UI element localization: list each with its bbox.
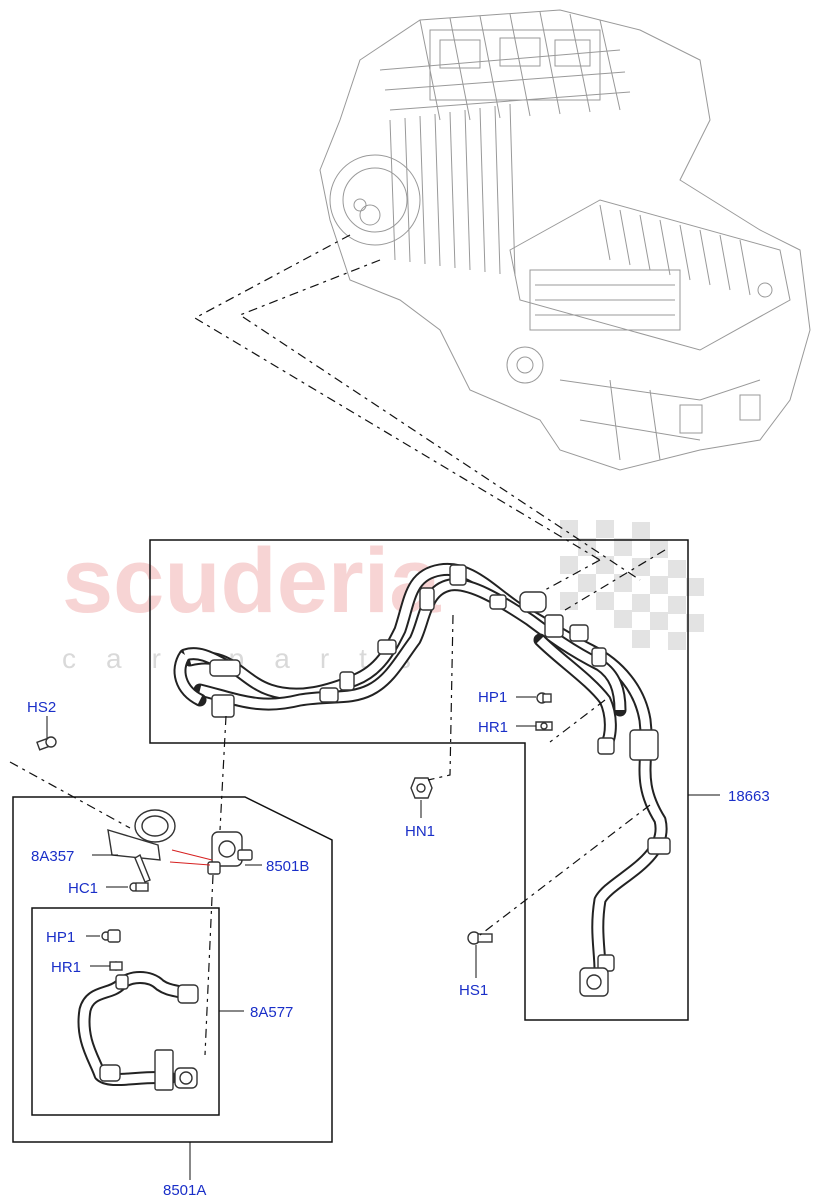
upper-clamp-hr1 [535, 721, 553, 731]
label-8a357: 8A357 [31, 848, 74, 865]
hvac-unit-illustration [319, 9, 811, 471]
group-box-18663 [149, 539, 689, 1021]
screw-hs1 [467, 931, 493, 945]
label-hs2: HS2 [27, 699, 56, 716]
label-hr1-upper: HR1 [478, 719, 508, 736]
label-hs1: HS1 [459, 982, 488, 999]
upper-clip-hp1 [536, 692, 552, 704]
clip-hc1 [129, 882, 149, 892]
nut-hn1 [410, 777, 433, 799]
label-hr1-lower: HR1 [51, 959, 81, 976]
watermark-brand: scuderia [62, 530, 441, 632]
label-hc1: HC1 [68, 880, 98, 897]
solid-leaders [46, 696, 720, 1180]
label-hp1-upper: HP1 [478, 689, 507, 706]
label-8a577: 8A577 [250, 1004, 293, 1021]
label-18663: 18663 [728, 788, 770, 805]
label-8501a: 8501A [163, 1182, 206, 1199]
screw-hs2 [36, 736, 57, 751]
checkered-flag-icon [560, 520, 704, 650]
label-hp1-lower: HP1 [46, 929, 75, 946]
bracket-8a357 [107, 809, 176, 883]
connection-lines [193, 234, 666, 611]
pump-8501b [207, 831, 253, 875]
label-8501b: 8501B [266, 858, 309, 875]
hose-assembly-18663 [173, 562, 671, 997]
group-box-8501a [12, 796, 333, 1143]
label-hn1: HN1 [405, 823, 435, 840]
watermark: scuderia car parts [62, 520, 704, 674]
hose-8a577 [77, 971, 199, 1091]
lower-clip-hp1 [101, 929, 121, 943]
dash-dot-leaders [9, 614, 651, 1056]
lower-clamp-hr1 [109, 961, 123, 971]
